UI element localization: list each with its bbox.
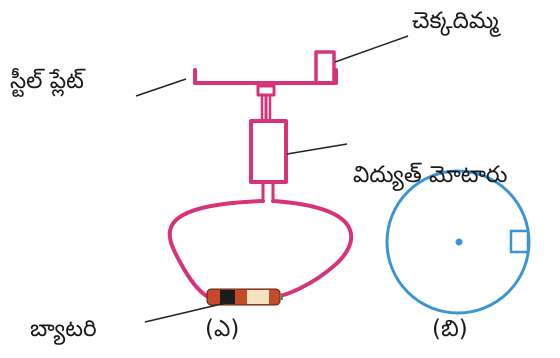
- plate-block-top-view: [509, 229, 530, 254]
- battery-terminal: [280, 294, 283, 300]
- spinner-label: చెక్కదిమ్మ: [412, 8, 499, 34]
- battery-label-panel: [220, 290, 235, 304]
- apparatus-figure-a: [167, 50, 354, 299]
- wooden-block: [314, 50, 336, 85]
- figure-b-label: (బి): [432, 316, 468, 342]
- plate-center-dot: [455, 238, 463, 246]
- motor-label: విద్యుత్ మోటారు: [353, 162, 508, 188]
- plate-top-view-figure-b: [385, 169, 531, 315]
- battery: [206, 288, 283, 306]
- battery-pointer-line: [144, 301, 231, 323]
- steel-plate: [193, 68, 338, 85]
- steel-plate-pointer-line: [135, 78, 187, 97]
- spinner-pointer-line: [334, 35, 409, 63]
- battery-label: బ్యాటరి: [30, 316, 97, 342]
- electric-motor: [249, 119, 288, 184]
- battery-label-stripe: [247, 290, 269, 304]
- steel-plate-label: స్టీల్ ప్లేట్: [10, 68, 84, 94]
- wire-loop: [167, 199, 354, 299]
- battery-body: [206, 288, 281, 306]
- figure-a-label: (ఎ): [205, 316, 240, 342]
- motor-pointer-line: [286, 143, 348, 155]
